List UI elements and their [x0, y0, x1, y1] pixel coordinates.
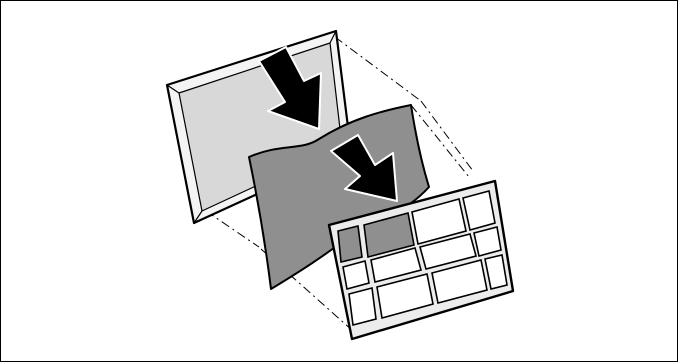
arrow-down-right-icon [258, 46, 322, 130]
grille-frame [327, 179, 515, 341]
guide-line-bottom-left [205, 210, 260, 248]
front-grille [327, 179, 515, 341]
guide-line-mat-to-grille [420, 100, 474, 172]
arrow-down-right-icon [330, 134, 398, 202]
guide-lines-front [410, 104, 470, 178]
filter-mat [248, 104, 430, 290]
guide-line-top-right [334, 36, 422, 102]
